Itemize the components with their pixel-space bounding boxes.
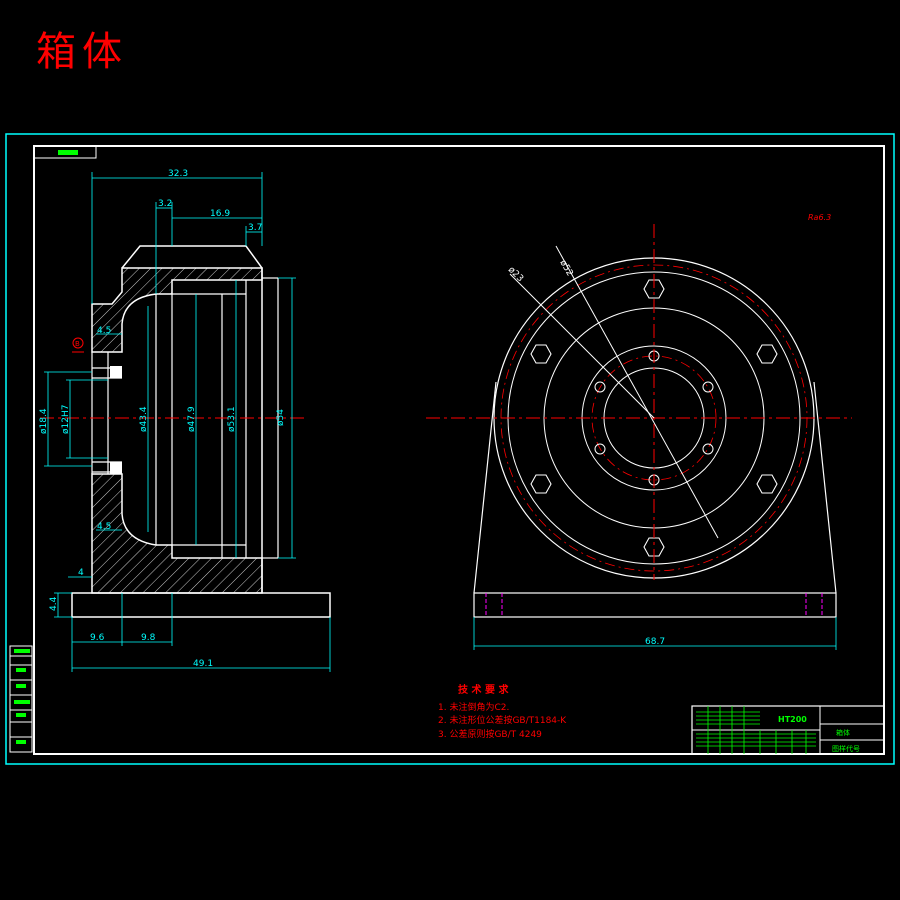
requirements-heading: 技 术 要 求 [458,683,509,696]
technical-requirements: 技 术 要 求 1. 未注倒角为C2. 2. 未注形位公差按GB/T1184-K… [438,683,567,740]
dim-dia-hole: ø12H7 [61,405,71,434]
left-index-strip [9,645,33,753]
section-label: B [75,340,80,348]
dim-right-width: 68.7 [645,637,665,647]
code-box-mark [58,150,78,155]
dim-dia-b: ø47.9 [187,406,197,432]
tapped-holes [110,366,122,474]
inner-border [33,145,885,755]
title-block: HT200 箱体 图样代号 [691,705,885,755]
dim-base-b: 9.8 [141,633,156,643]
dim-base-a: 9.6 [90,633,105,643]
diameter-leaders [509,245,719,539]
page-title: 箱体 [36,29,128,75]
hatched-wall-lower [91,473,263,594]
surface-note: Ra6.3 [808,213,831,222]
dim-base-h: 4.4 [49,596,59,611]
dim-dia-outer: ø18.4 [39,408,49,434]
dim-width-top: 32.3 [168,169,188,179]
section-marker: B [72,337,84,353]
flange-hex-nuts [530,279,778,557]
dim-d2: 16.9 [210,209,230,219]
title-block-material: HT200 [778,715,807,724]
dim-chamfer-top: 4.5 [97,326,111,336]
left-index-marks [14,649,30,744]
base-plate [71,592,331,618]
dim-total-len: 49.1 [193,659,213,669]
front-centerlines [426,224,852,580]
dim-d1: 3.2 [158,199,172,209]
right-width-dim [473,617,837,650]
dim-step-4: 4 [78,568,84,578]
base-bolt-holes [485,593,823,617]
section-view: 32.3 3.2 16.9 3.7 4.5 4.5 4 9.6 9.8 49.1… [39,169,331,672]
dim-chamfer-bottom: 4.5 [97,522,111,532]
front-body-sides [473,381,837,594]
front-view: 68.7 ø52 ø23 Ra6.3 [426,213,852,650]
dim-dia-d: ø54 [276,409,286,426]
requirement-item: 2. 未注形位公差按GB/T1184-K [438,714,567,726]
title-block-name: 箱体 [836,728,850,737]
hatched-wall-upper [91,267,263,353]
section-dim-lines [44,172,331,672]
dim-pcd-2: ø23 [506,265,525,284]
requirement-item: 1. 未注倒角为C2. [438,701,509,713]
outer-frame [5,133,895,765]
dim-d3: 3.7 [248,223,262,233]
inner-pcd [591,355,717,481]
dim-dia-c: ø53.1 [227,406,237,432]
code-box [33,145,97,159]
title-block-drawing-no: 图样代号 [832,744,860,753]
front-base [473,592,837,618]
requirement-item: 3. 公差原则按GB/T 4249 [438,728,542,740]
dim-dia-a: ø43.4 [139,406,149,432]
